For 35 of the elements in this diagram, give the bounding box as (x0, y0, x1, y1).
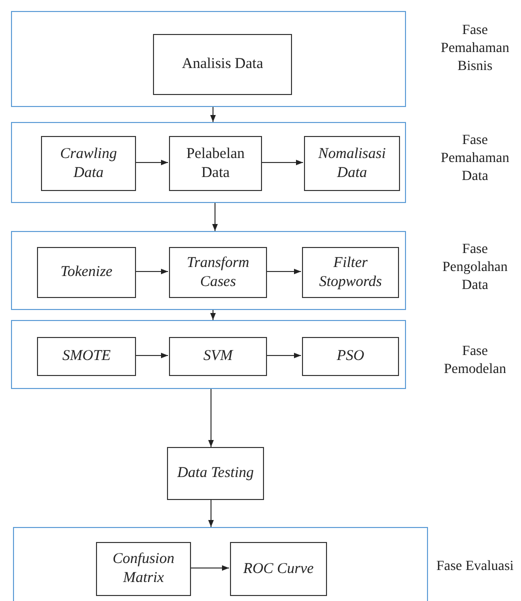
phase-label: Fase Pemahaman Bisnis (440, 22, 510, 76)
arrow (134, 160, 168, 166)
phase-panel (11, 231, 406, 310)
process-box: Tokenize (37, 247, 136, 298)
process-box: Nomalisasi Data (304, 136, 400, 191)
phase-panel (13, 527, 428, 601)
arrow (190, 565, 230, 571)
phase-label: Fase Evaluasi (436, 558, 514, 576)
arrow (212, 202, 218, 232)
arrow (266, 268, 302, 274)
arrow (134, 352, 168, 358)
process-box: PSO (302, 337, 399, 376)
arrow (208, 388, 214, 448)
phase-panel (11, 11, 406, 107)
arrow (210, 106, 216, 122)
process-box: Filter Stopwords (302, 247, 399, 298)
process-box: SMOTE (37, 337, 136, 376)
process-box: ROC Curve (230, 542, 327, 596)
arrow (210, 310, 216, 320)
phase-label: Fase Pemodelan (442, 343, 508, 380)
arrow (134, 268, 168, 274)
phase-label: Fase Pemahaman Data (440, 132, 510, 186)
process-box: Data Testing (167, 447, 264, 500)
arrow (208, 500, 214, 528)
process-box: SVM (169, 337, 267, 376)
process-box: Confusion Matrix (96, 542, 191, 596)
phase-label: Fase Pengolahan Data (441, 241, 509, 296)
process-box: Pelabelan Data (169, 136, 262, 191)
phase-panel (11, 320, 406, 389)
process-box: Crawling Data (41, 136, 136, 191)
arrow (266, 352, 302, 358)
phase-panel (11, 122, 406, 203)
process-box: Analisis Data (153, 34, 292, 95)
process-box: Transform Cases (169, 247, 267, 298)
arrow (260, 160, 304, 166)
